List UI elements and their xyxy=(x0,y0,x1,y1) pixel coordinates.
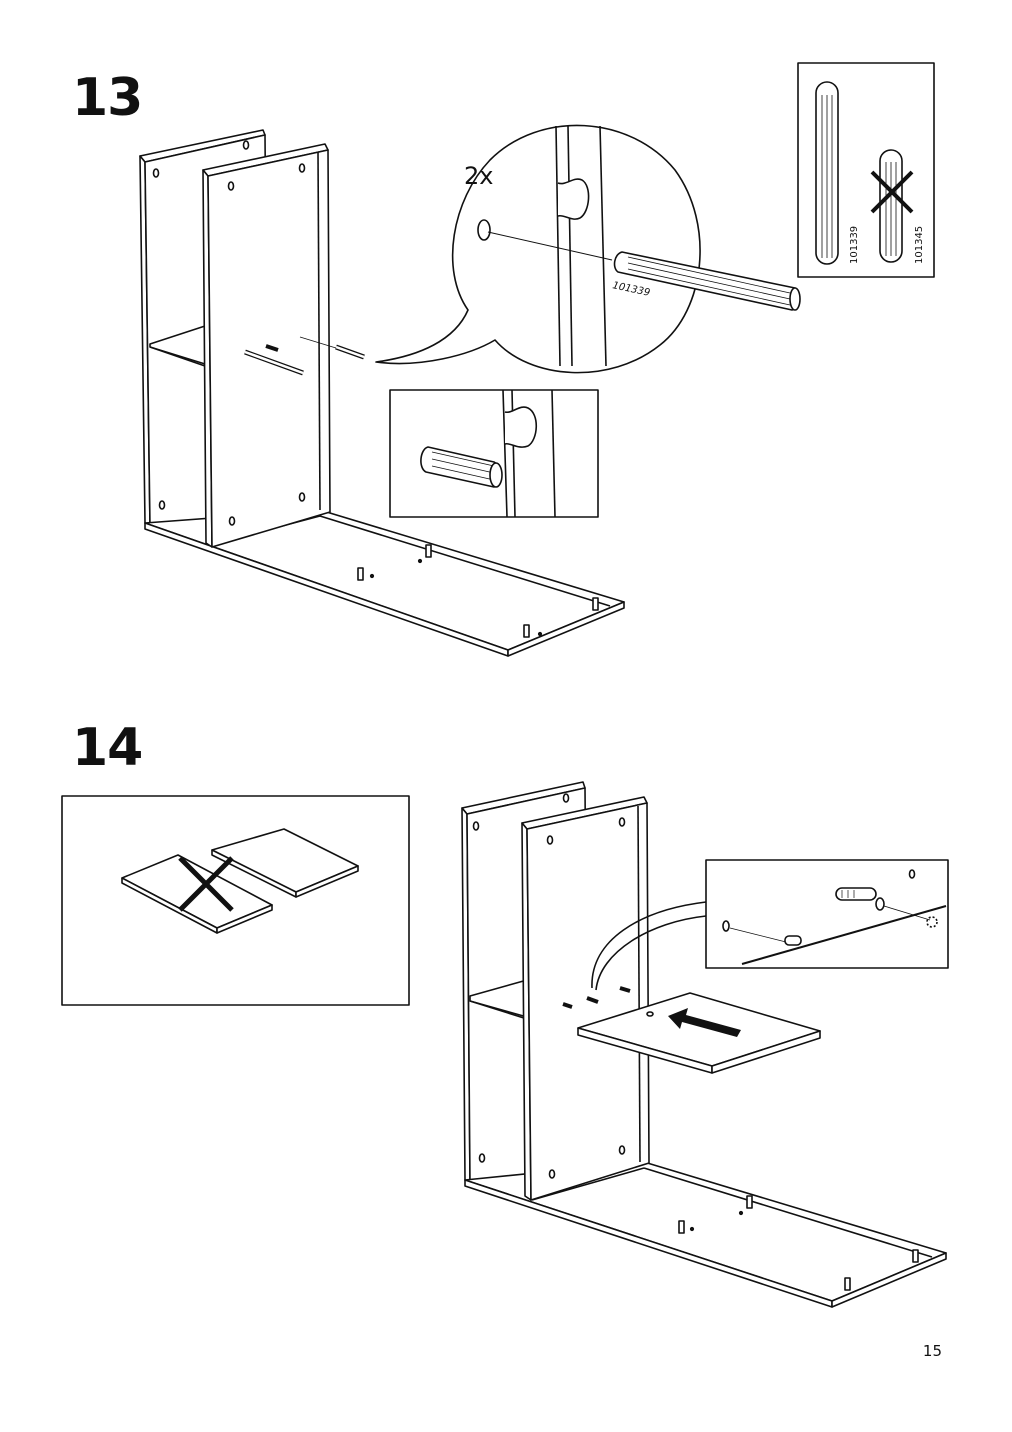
step-14-warning-box xyxy=(61,795,410,1006)
callout-quantity: 2x xyxy=(464,162,493,190)
page-number: 15 xyxy=(922,1342,942,1360)
correct-part-id: 101339 xyxy=(849,226,860,264)
step-13-dowel-callout xyxy=(375,124,801,374)
dowel-comparison-box xyxy=(797,62,935,278)
step-13-detail-inset xyxy=(389,389,599,518)
step-14-detail-inset xyxy=(591,859,949,991)
step-14-cabinet-drawing xyxy=(461,781,947,1308)
step-13-cabinet-drawing xyxy=(139,129,625,657)
step-14-shelf-insert xyxy=(577,992,821,1074)
step-13-number: 13 xyxy=(72,68,143,128)
step-14-number: 14 xyxy=(72,718,143,778)
wrong-part-id: 101345 xyxy=(914,226,925,264)
